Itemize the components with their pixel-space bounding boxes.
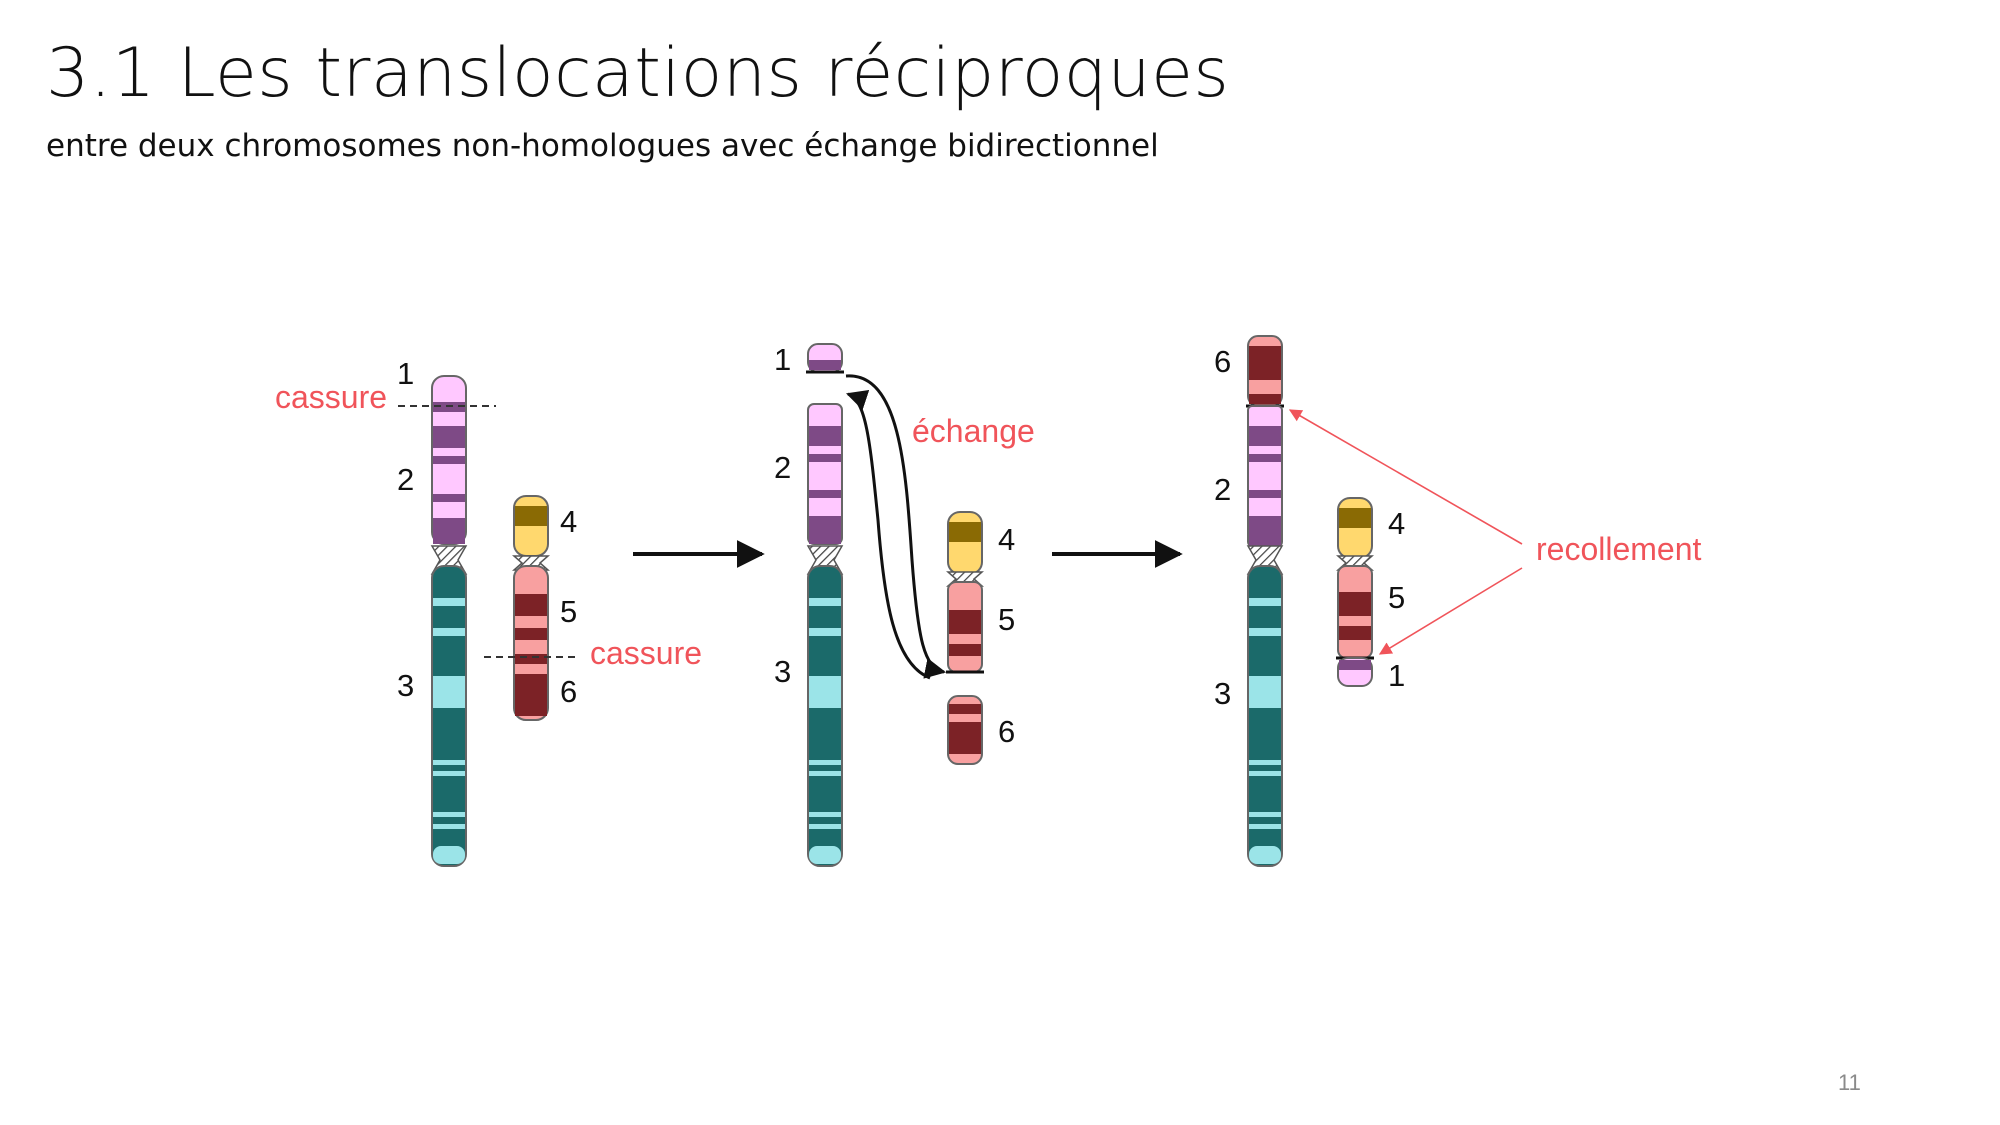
label-3-stage2: 3 [774, 654, 791, 689]
label-cassure-top: cassure [275, 379, 387, 415]
chromosome-b-stage2 [946, 511, 984, 674]
label-2-stage1: 2 [397, 462, 414, 497]
label-2-stage3: 2 [1214, 472, 1231, 507]
chromosome-a-stage3 [1246, 335, 1284, 867]
label-5-stage1: 5 [560, 594, 577, 629]
label-4-stage1: 4 [560, 504, 577, 539]
chromosome-a-stage2 [806, 403, 844, 867]
chromosome-a-stage1 [430, 375, 468, 867]
label-4-stage2: 4 [998, 522, 1015, 557]
label-6-stage3: 6 [1214, 344, 1231, 379]
label-4-stage3: 4 [1388, 506, 1405, 541]
rejoin-arrow-top [1288, 409, 1523, 545]
label-1-stage3: 1 [1388, 658, 1405, 693]
label-6-stage2: 6 [998, 714, 1015, 749]
label-1-stage1: 1 [397, 356, 414, 391]
slide-subtitle: entre deux chromosomes non-homologues av… [46, 128, 1159, 164]
label-2-stage2: 2 [774, 450, 791, 485]
label-5-stage3: 5 [1388, 580, 1405, 615]
label-3-stage1: 3 [397, 668, 414, 703]
chromosome-b-stage3 [1336, 497, 1374, 687]
label-6-stage1: 6 [560, 674, 577, 709]
page-number: 11 [1838, 1070, 1861, 1095]
slide-title: 3.1 Les translocations réciproques [46, 34, 1230, 113]
stage-2-exchange: 1 2 3 4 5 6 échange [774, 342, 1035, 867]
label-echange: échange [912, 413, 1035, 449]
label-recollement: recollement [1536, 531, 1702, 567]
label-5-stage2: 5 [998, 602, 1015, 637]
exchange-arrow-6-to-a [846, 390, 931, 680]
label-1-stage2: 1 [774, 342, 791, 377]
fragment-6-stage2 [947, 695, 983, 765]
chromosome-b-stage1 [512, 495, 550, 721]
exchange-arrow-1-to-b [845, 374, 947, 679]
stage-1-before: 1 2 3 4 5 6 cassure cassure [275, 356, 702, 867]
fragment-1-stage2 [806, 343, 844, 374]
label-cassure-bottom: cassure [590, 635, 702, 671]
rejoin-arrow-bottom [1378, 567, 1523, 655]
stage-3-after: 6 2 3 4 5 1 recollement [1214, 335, 1702, 867]
label-3-stage3: 3 [1214, 676, 1231, 711]
